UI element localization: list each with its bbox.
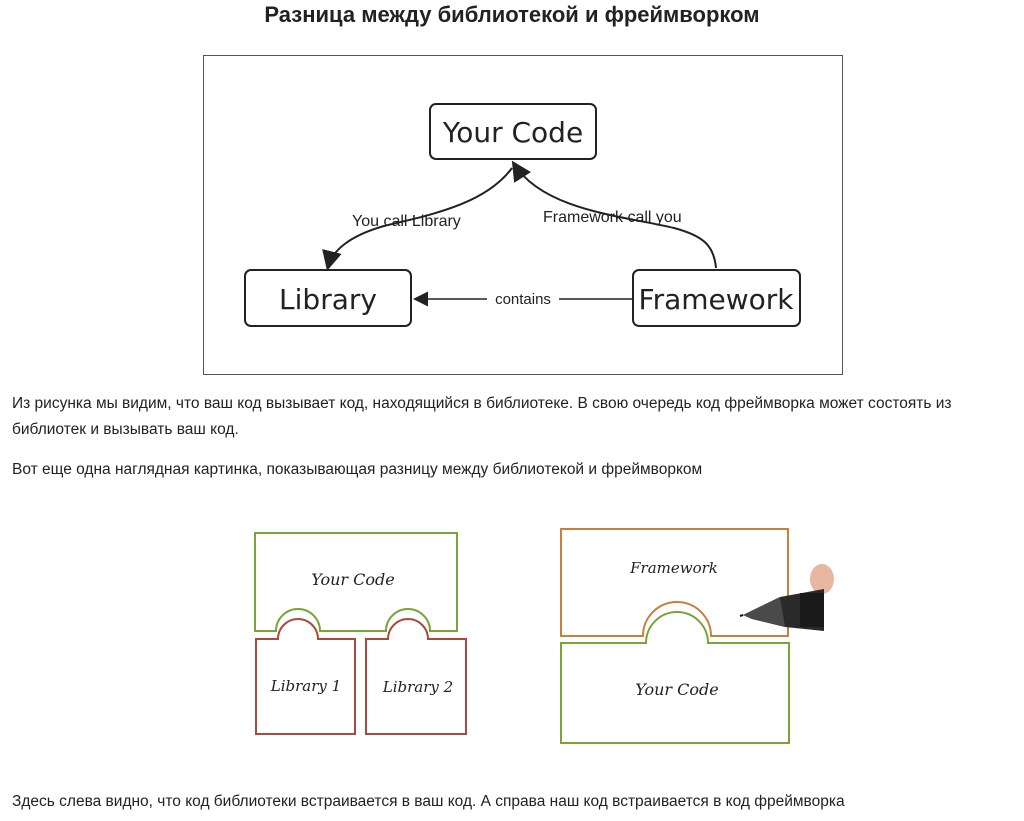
library-1-label: Library 1 <box>270 677 341 695</box>
library-2-label: Library 2 <box>382 678 453 696</box>
your-code-label-left: Your Code <box>311 570 394 589</box>
framework-call-you-label: Framework call you <box>543 209 682 226</box>
framework-call-you-arrow <box>511 160 717 269</box>
paragraph-1: Из рисунка мы видим, что ваш код вызывае… <box>12 395 952 438</box>
your-code-piece-right <box>560 611 790 744</box>
your-code-label: Your Code <box>442 116 583 149</box>
you-call-library-label: You call Library <box>352 213 461 230</box>
your-code-label-right: Your Code <box>635 680 718 699</box>
paragraph-2: Вот еще одна наглядная картинка, показыв… <box>12 461 703 478</box>
paragraph-3: Здесь слева видно, что код библиотеки вс… <box>12 793 845 810</box>
framework-piece <box>560 528 789 637</box>
framework-label-puzzle: Framework <box>629 559 718 577</box>
framework-box <box>632 269 801 327</box>
framework-label: Framework <box>639 283 795 316</box>
library-label: Library <box>279 283 377 316</box>
library-1-piece <box>255 618 356 735</box>
page-title: Разница между библиотекой и фреймворком <box>264 2 760 27</box>
library-framework-diagram: Your Code Library Framework contains You… <box>203 55 843 375</box>
your-code-box <box>429 103 597 160</box>
contains-label: contains <box>495 291 551 308</box>
your-code-piece-left <box>254 532 458 632</box>
puzzle-diagram: Your Code Library 1 Library 2 Framework … <box>240 515 840 755</box>
library-2-piece <box>365 618 467 735</box>
you-call-library-arrow <box>322 167 513 271</box>
stylus-pen-icon <box>739 564 834 631</box>
